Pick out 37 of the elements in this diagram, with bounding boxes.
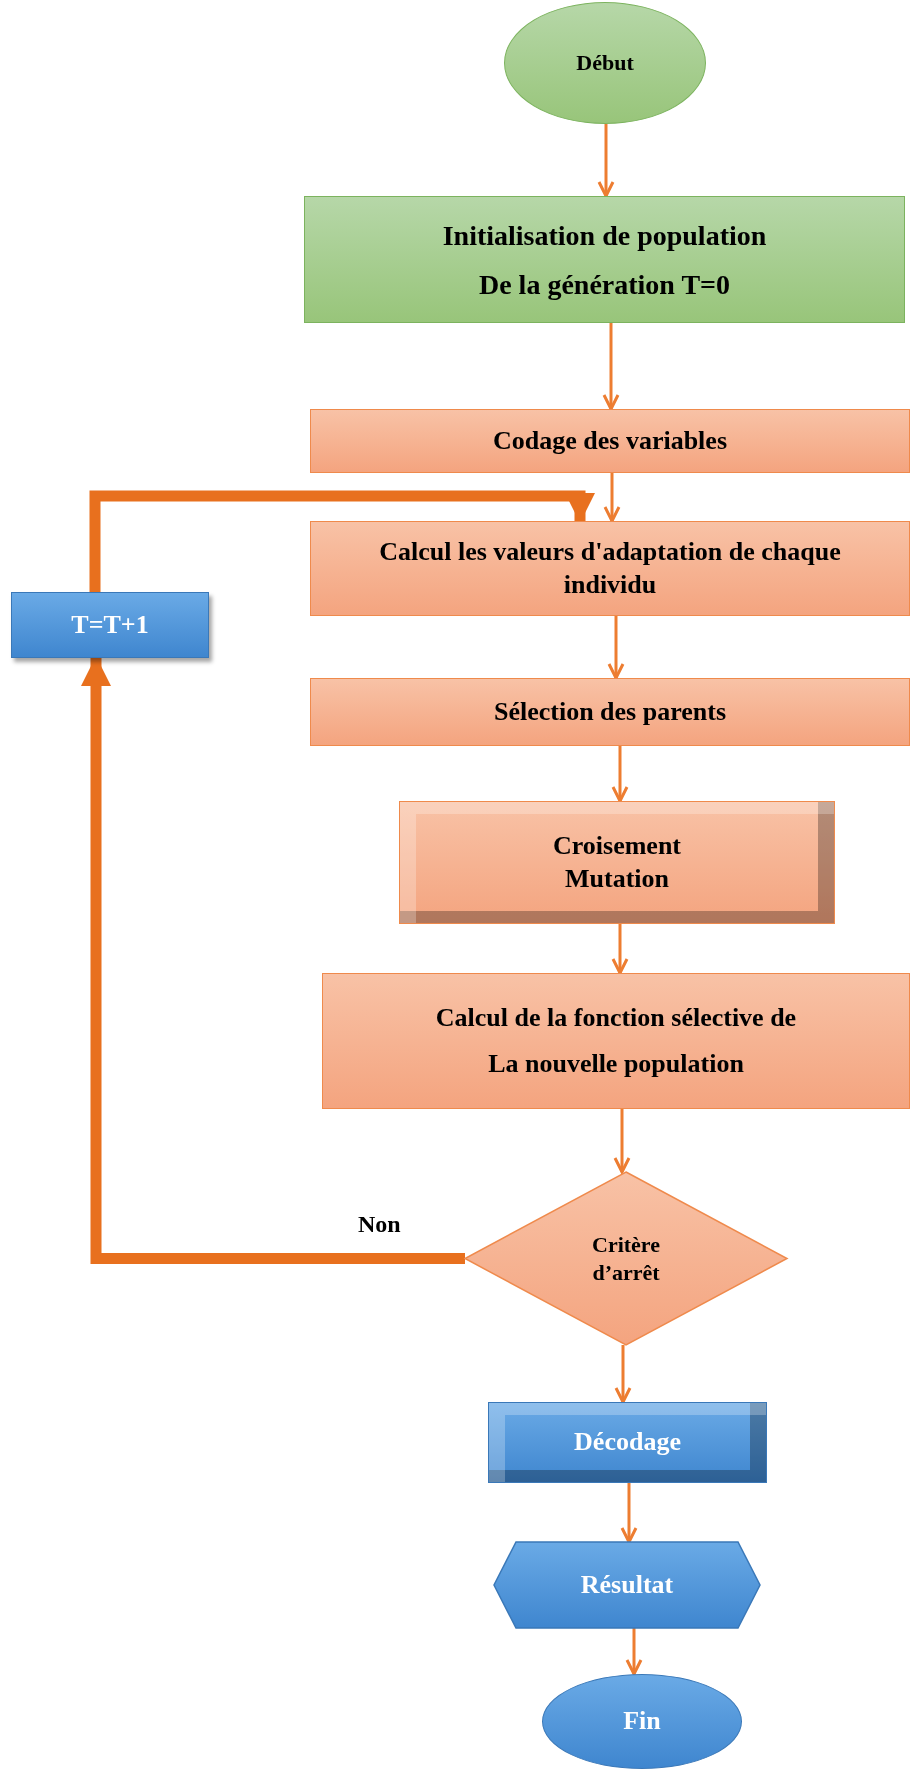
process-box — [304, 196, 905, 323]
arrow — [603, 473, 621, 523]
process-box — [310, 678, 910, 746]
process-box — [310, 409, 910, 473]
arrow — [89, 490, 595, 592]
node-text: Calcul de la fonction sélective de — [435, 1001, 797, 1034]
process-box — [488, 1402, 767, 1483]
process-box — [399, 801, 835, 924]
node-text: Sélection des parents — [493, 695, 727, 728]
process-box — [11, 592, 209, 658]
arrow — [614, 1345, 632, 1404]
process-box — [322, 973, 910, 1109]
node-text: Fin — [623, 1705, 661, 1738]
node-text: Critère d’arrêt — [591, 1231, 661, 1286]
node-text: Codage des variables — [493, 424, 727, 457]
node-text: Mutation — [565, 862, 669, 895]
decision-diamond — [465, 1172, 787, 1345]
arrow — [625, 1628, 643, 1676]
output-hexagon — [494, 1542, 760, 1628]
node-text: Calcul les valeurs d'adaptation de chaque individu — [378, 536, 842, 601]
arrow — [607, 616, 625, 680]
arrow — [613, 1109, 631, 1174]
node-text: T=T+1 — [71, 608, 149, 641]
node-text: Croisement — [552, 830, 681, 862]
arrow — [620, 1483, 638, 1544]
node-text: La nouvelle population — [488, 1048, 744, 1080]
node-text: Décodage — [574, 1426, 681, 1459]
node-text: De la génération T=0 — [478, 267, 731, 302]
node-text: Début — [576, 49, 634, 77]
arrow — [611, 924, 629, 975]
node-text: Résultat — [580, 1568, 674, 1601]
process-box — [310, 521, 910, 616]
arrow — [597, 124, 615, 198]
arrow — [611, 746, 629, 803]
node-text: Initialisation de population — [442, 218, 767, 253]
arrow — [602, 323, 620, 411]
arrow — [81, 656, 465, 1264]
